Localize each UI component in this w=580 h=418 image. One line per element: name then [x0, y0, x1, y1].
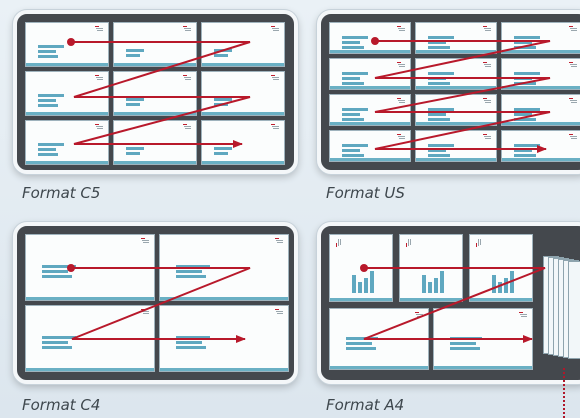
logo-mark — [397, 26, 405, 32]
flow-a4-start-dot — [360, 264, 368, 272]
address-block — [428, 144, 454, 159]
address-block — [428, 36, 454, 51]
address-block — [38, 94, 64, 109]
logo-mark — [569, 134, 577, 140]
letter-card — [113, 120, 197, 165]
address-block — [514, 144, 540, 159]
address-block — [38, 45, 64, 60]
letter-card — [501, 94, 580, 126]
logo-mark — [397, 134, 405, 140]
address-block — [342, 108, 368, 123]
bar-chart-icon — [422, 271, 444, 293]
logo-mark — [95, 26, 103, 32]
address-block — [428, 108, 454, 123]
flow-c4-start-dot — [67, 264, 75, 272]
caption-format-c4: Format C4 — [22, 396, 101, 414]
logo-mark — [519, 312, 527, 318]
logo-mark — [141, 309, 149, 315]
caption-format-a4: Format A4 — [326, 396, 405, 414]
address-block — [126, 147, 144, 157]
address-block — [176, 265, 210, 280]
logo-mark — [483, 134, 491, 140]
logo-mark — [569, 26, 577, 32]
logo-mark — [275, 309, 283, 315]
logo-mark — [397, 62, 405, 68]
address-block — [126, 49, 144, 59]
address-block — [214, 147, 232, 157]
letter-card — [329, 94, 411, 126]
address-block — [176, 336, 210, 351]
logo-mark — [397, 98, 405, 104]
address-block — [514, 108, 540, 123]
logo-mark — [271, 26, 279, 32]
logo-mark — [141, 238, 149, 244]
logo-mark — [95, 75, 103, 81]
logo-mark — [271, 124, 279, 130]
logo-mark — [183, 124, 191, 130]
bar-chart-icon — [352, 271, 374, 293]
logo-mark — [569, 98, 577, 104]
tray-format-c4 — [13, 222, 298, 384]
letter-card — [329, 22, 411, 54]
flow-us — [374, 40, 551, 153]
flow-a4 — [363, 267, 546, 343]
letter-card — [113, 22, 197, 67]
filed-sheet — [568, 261, 580, 359]
caption-format-c5: Format C5 — [22, 184, 101, 202]
logo-mark — [183, 75, 191, 81]
logo-mark — [483, 98, 491, 104]
pull-line — [563, 368, 567, 418]
address-block — [514, 36, 540, 51]
address-block — [126, 98, 144, 108]
address-block — [342, 36, 368, 51]
tray-format-us — [317, 10, 580, 174]
logo-mark — [95, 124, 103, 130]
flow-c5-start-dot — [67, 38, 75, 46]
letter-card — [501, 58, 580, 90]
letter-card — [25, 120, 109, 165]
letter-card — [415, 22, 497, 54]
letter-card — [415, 130, 497, 162]
address-block — [38, 143, 64, 158]
logo-mark — [271, 75, 279, 81]
logo-mark — [569, 62, 577, 68]
letter-card — [25, 22, 109, 67]
letter-card — [415, 94, 497, 126]
letter-card — [201, 71, 285, 116]
flow-c5 — [71, 41, 251, 148]
letter-card — [201, 120, 285, 165]
address-block — [42, 336, 76, 351]
address-block — [342, 144, 368, 159]
logo-mark — [483, 62, 491, 68]
address-block — [342, 72, 368, 87]
logo-mark — [275, 238, 283, 244]
tray-format-c5 — [13, 10, 298, 174]
letter-card — [329, 130, 411, 162]
flow-c4 — [71, 267, 251, 343]
letter-card — [25, 71, 109, 116]
address-block — [42, 265, 76, 280]
flow-us-start-dot — [371, 37, 379, 45]
logo-mark — [483, 26, 491, 32]
logo-mark — [183, 26, 191, 32]
caption-format-us: Format US — [326, 184, 405, 202]
address-block — [346, 337, 378, 352]
